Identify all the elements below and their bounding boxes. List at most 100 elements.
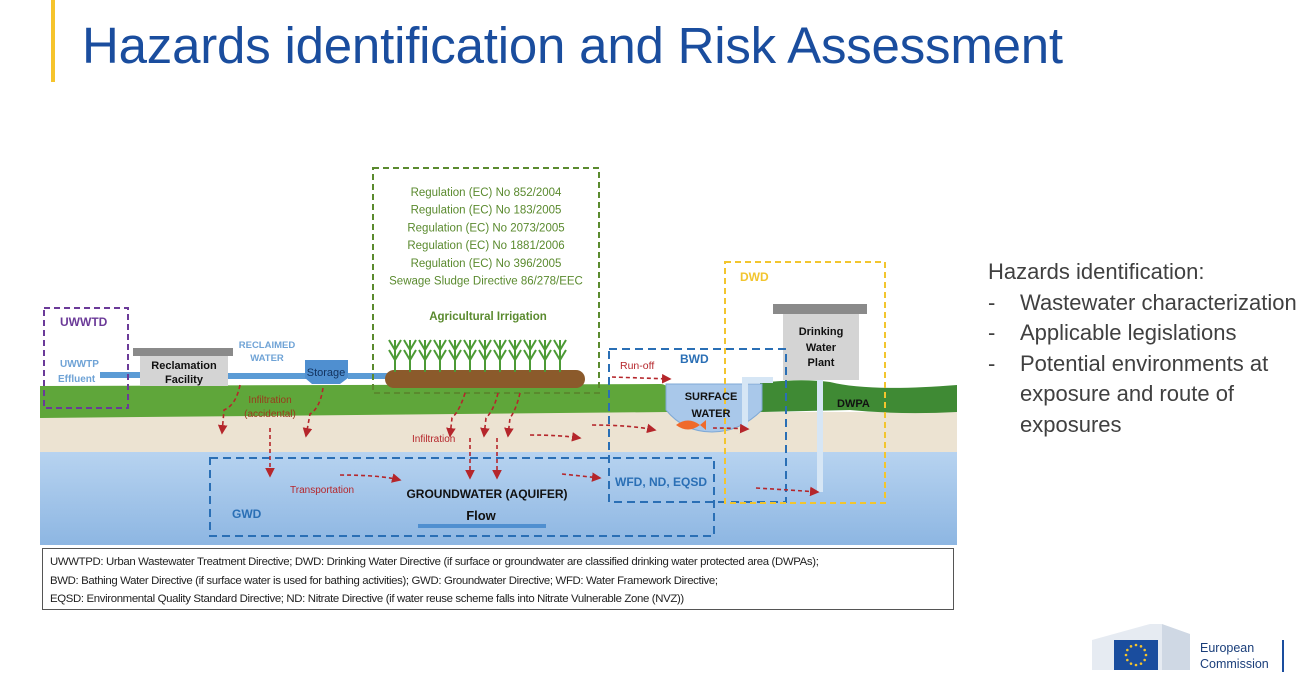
storage-tank [305,360,348,384]
crop-icon [433,339,447,372]
surface-water-label-2: WATER [692,408,731,420]
transportation-label: Transportation [290,485,354,496]
legend-line: EQSD: Environmental Quality Standard Dir… [50,593,684,605]
accent-bar [51,0,55,82]
regulation-item: Regulation (EC) No 852/2004 [411,187,562,199]
crop-icon [553,339,567,372]
crop-icon [478,339,492,372]
plant-label-2: Water [806,342,837,354]
star-icon [1124,653,1128,657]
star-icon [1144,653,1148,657]
legend-line: UWWTPD: Urban Wastewater Treatment Direc… [50,556,819,568]
arrow [480,392,499,438]
logo-line-2: Commission [1200,657,1269,671]
arrow [339,473,402,483]
crop-icon [403,339,417,372]
grass-layer [40,384,668,418]
regulation-item: Regulation (EC) No 396/2005 [411,258,562,270]
arrow [504,392,521,438]
hazards-heading: Hazards identification: [988,259,1205,284]
list-item-text: Applicable legislations [1020,320,1237,345]
regulation-item: Regulation (EC) No 1881/2006 [407,240,564,252]
regulation-item: Regulation (EC) No 183/2005 [411,205,562,217]
dwpa-label: DWPA [837,398,870,410]
star-icon [1126,658,1129,662]
european-commission-logo [1092,624,1190,670]
uwwtd-box [43,307,129,409]
reclamation-label-1: Reclamation [151,360,217,372]
page-title: Hazards identification and Risk Assessme… [82,17,1063,74]
wfd-label: WFD, ND, EQSD [615,475,707,489]
sand-layer [40,412,957,452]
plant-roof [773,304,867,314]
crop-icon [508,339,522,372]
groundwater-layer [40,452,957,545]
list-item: -Wastewater characterization [988,288,1306,319]
flow-label: Flow [466,508,496,523]
bwd-label: BWD [680,352,709,366]
reclamation-label-2: Facility [165,374,204,386]
star-icon [1139,662,1143,665]
crop-icon [523,339,537,372]
plant-label-1: Drinking [799,326,844,338]
flow-arrows [217,373,820,497]
arrow [561,472,602,482]
plant-label-3: Plant [808,357,835,369]
regulation-item: Sewage Sludge Directive 86/278/EEC [389,276,583,288]
star-icon [1134,643,1138,647]
crop-icon [463,339,477,372]
soil-mound [385,370,585,388]
list-item: -Applicable legislations [988,318,1306,349]
star-icon [1143,658,1146,662]
gwd-label: GWD [232,507,262,521]
list-item-text: Potential environments at exposure and r… [1020,350,1269,437]
uwwtp-label-1: UWWTP [60,359,99,370]
crop-icon [448,339,462,372]
crop-icon [418,339,432,372]
reclamation-roof [133,348,233,356]
star-icon [1129,645,1133,648]
star-icon [1134,663,1138,667]
dwd-label: DWD [740,270,769,284]
crop-icon [493,339,507,372]
dwd-box [724,261,886,504]
infiltration-accidental-label-2: (accidental) [244,409,296,420]
reclaimed-pipe [228,373,308,379]
regulation-item: Regulation (EC) No 2073/2005 [407,222,564,234]
uwwtp-label-2: Effluent [58,374,96,385]
runoff-label: Run-off [620,360,654,372]
storage-label: Storage [307,367,346,379]
bullet-dash: - [988,320,996,345]
bwd-box [608,348,787,503]
drinking-water-plant [783,314,859,380]
crop-icon [538,339,552,372]
arrow [755,486,820,497]
star-icon [1143,648,1146,652]
fish-icon [676,420,706,430]
list-item: -Potential environments at exposure and … [988,349,1306,441]
infiltration-label: Infiltration [412,434,455,445]
arrow [217,384,241,435]
infiltration-accidental-label-1: Infiltration [248,395,291,406]
well-pipe [817,380,823,492]
arrow [446,392,466,438]
logo-text: European Commission [1200,640,1269,672]
arrow [712,423,750,434]
surface-water-label-1: SURFACE [685,391,738,403]
star-icon [1139,645,1143,648]
star-icon [1126,648,1129,652]
legend-line: BWD: Bathing Water Directive (if surface… [50,574,718,587]
arrow [611,373,672,384]
regulation-box [372,167,600,394]
list-item-text: Wastewater characterization [1020,289,1297,315]
uwwtd-label: UWWTD [60,315,108,329]
pond [665,383,763,433]
bullet-dash: - [988,350,996,376]
irrigation-pipe [348,373,388,379]
legend-box: UWWTPD: Urban Wastewater Treatment Direc… [42,548,954,610]
groundwater-label: GROUNDWATER (AQUIFER) [406,487,567,501]
reclamation-facility [140,356,228,386]
reclaimed-label-1: RECLAIMED [239,340,296,351]
